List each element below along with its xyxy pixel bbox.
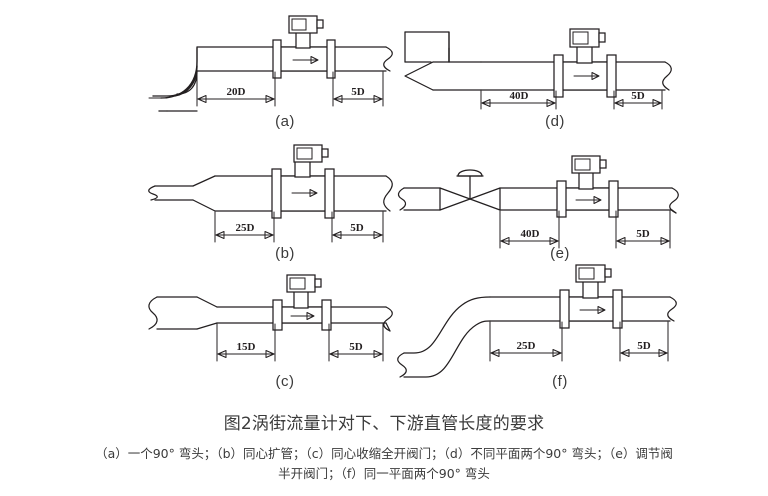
- panel-f-diagram: 25D 5D: [397, 264, 677, 378]
- panel-label-c: (c): [275, 373, 295, 390]
- panel-a-downstream-label: 5D: [351, 86, 365, 98]
- panel-e-diagram: 40D 5D: [397, 155, 679, 249]
- panel-d-downstream-label: 5D: [631, 90, 645, 102]
- panel-label-f: (f): [552, 373, 568, 390]
- caption-line-2: 半开阀门；（f）同一平面两个90° 弯头: [278, 466, 490, 481]
- panel-a-diagram: 20D 5D: [148, 15, 393, 112]
- panel-e-downstream-label: 5D: [636, 228, 650, 240]
- panel-label-b: (b): [275, 245, 295, 262]
- panel-b-downstream-label: 5D: [350, 222, 364, 234]
- panel-f-upstream-label: 25D: [517, 340, 536, 352]
- panel-d-diagram: 40D 5D: [404, 28, 672, 110]
- panel-label-d: (d): [545, 113, 565, 130]
- panel-d-upstream-label: 40D: [510, 90, 529, 102]
- caption-line-1: （a）一个90° 弯头；（b）同心扩管；（c）同心收缩全开阀门；（d）不同平面两…: [95, 446, 673, 461]
- panel-e-upstream-label: 40D: [521, 228, 540, 240]
- panel-c-upstream-label: 15D: [237, 341, 256, 353]
- figure-caption: （a）一个90° 弯头；（b）同心扩管；（c）同心收缩全开阀门；（d）不同平面两…: [18, 444, 750, 484]
- panel-b-diagram: 25D 5D: [148, 159, 393, 243]
- panel-c-downstream-label: 5D: [349, 341, 363, 353]
- panel-f-downstream-label: 5D: [637, 340, 651, 352]
- panel-c-diagram: 15D 5D: [148, 274, 393, 362]
- panel-label-a: (a): [275, 113, 295, 130]
- panel-b-upstream-label: 25D: [236, 222, 255, 234]
- panel-label-e: (e): [550, 245, 570, 262]
- figure-title: 图2涡街流量计对下、下游直管长度的要求: [223, 414, 545, 434]
- panel-b-transmitter: [293, 144, 329, 163]
- panel-a-upstream-label: 20D: [227, 86, 246, 98]
